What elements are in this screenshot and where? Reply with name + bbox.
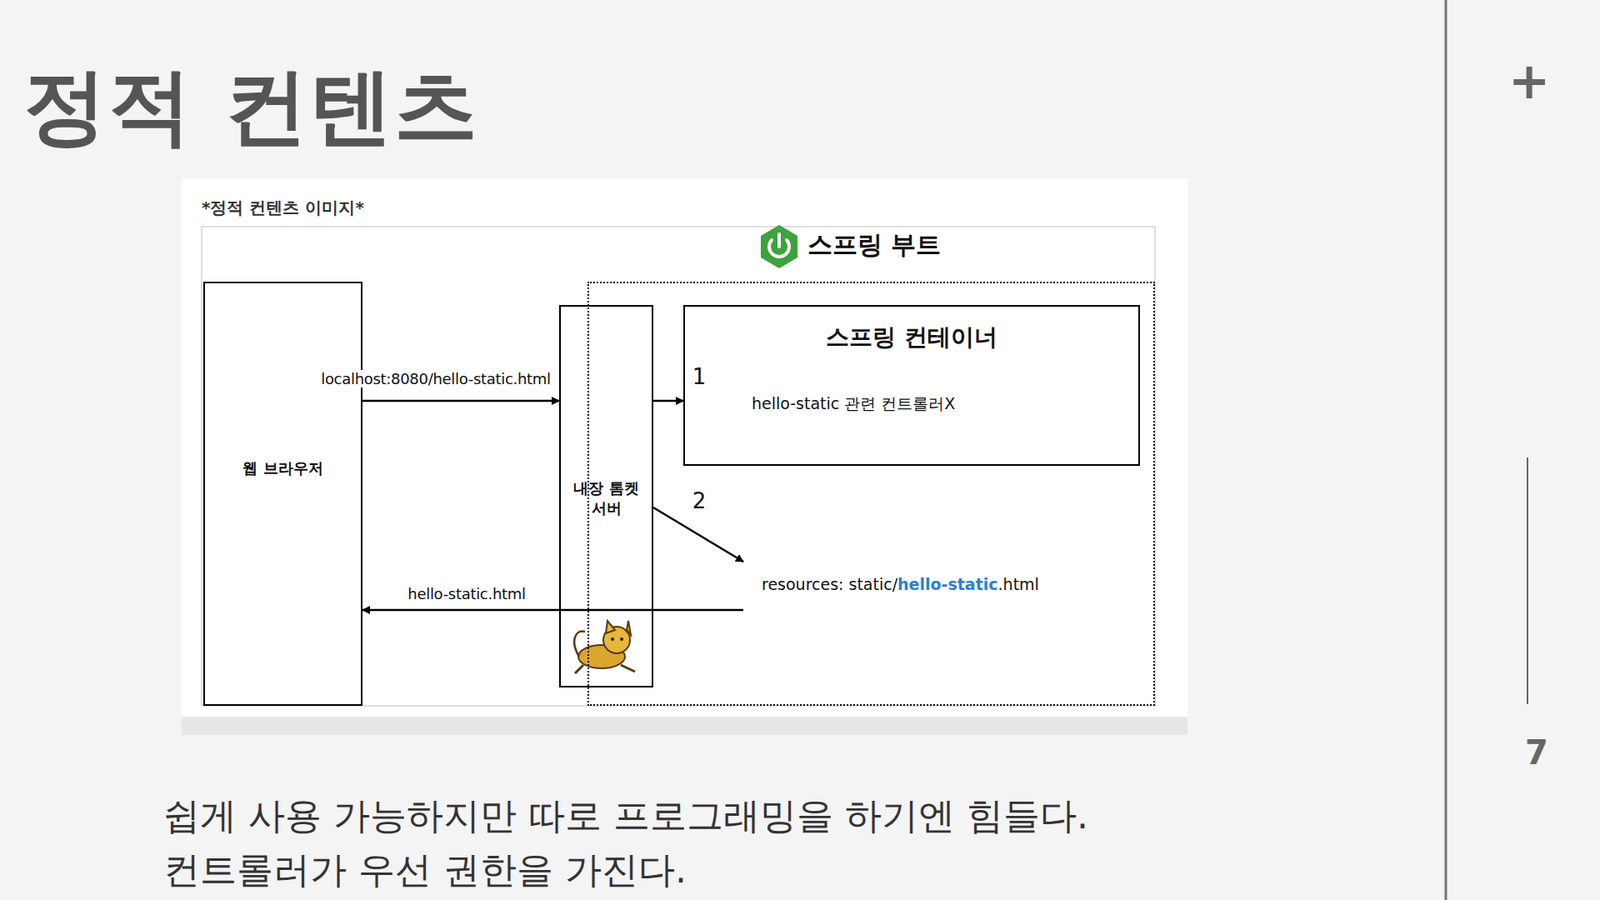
node-label: 내장 톰켓 서버 bbox=[567, 478, 645, 520]
outer-frame bbox=[201, 226, 1155, 706]
path-part: resources: static/ bbox=[761, 575, 898, 594]
screenshot-panel bbox=[181, 178, 1188, 735]
page-number: 7 bbox=[1525, 733, 1549, 772]
tomcat-box: 내장 톰켓 서버 bbox=[559, 305, 654, 688]
spring-icon bbox=[760, 225, 798, 269]
side-bar bbox=[1526, 457, 1529, 705]
tomcat-icon bbox=[574, 620, 635, 674]
flow-arrow bbox=[362, 400, 560, 403]
page-title: 정적 컨텐츠 bbox=[23, 51, 480, 165]
controller-note: hello-static 관련 컨트롤러X bbox=[751, 393, 955, 415]
region-heading: 스프링 부트 bbox=[807, 228, 941, 263]
flow-arrow bbox=[653, 507, 744, 562]
note-text: 컨트롤러가 우선 권한을 가진다. bbox=[163, 845, 687, 895]
resource-text: resources: static/hello-static.html bbox=[743, 561, 1045, 619]
image-caption: *정적 컨텐츠 이미지* bbox=[201, 196, 365, 220]
path-part: hello-static bbox=[897, 575, 998, 594]
add-icon: + bbox=[1508, 51, 1550, 110]
flow-arrow bbox=[653, 400, 684, 403]
note-text: 쉽게 사용 가능하지만 따로 프로그래밍을 하기엔 힘들다. bbox=[163, 791, 1089, 841]
side-divider bbox=[1445, 0, 1448, 900]
edge-label: hello-static.html bbox=[405, 585, 528, 603]
browser-box: 웹 브라우저 bbox=[203, 281, 363, 706]
box-heading: 스프링 컨테이너 bbox=[685, 321, 1139, 354]
path-part: .html bbox=[998, 575, 1040, 594]
step-number: 2 bbox=[692, 488, 707, 514]
node-label: 웹 브라우저 bbox=[205, 458, 361, 479]
edge-label: localhost:8080/hello-static.html bbox=[318, 370, 554, 388]
spring-boot-region: 스프링 부트내장 톰켓 서버스프링 컨테이너hello-static 관련 컨트… bbox=[587, 281, 1155, 706]
container-box: 스프링 컨테이너 hello-static 관련 컨트롤러X bbox=[683, 305, 1140, 466]
flow-arrow bbox=[362, 609, 744, 612]
panel-shadow bbox=[181, 716, 1188, 735]
step-number: 1 bbox=[692, 364, 707, 390]
